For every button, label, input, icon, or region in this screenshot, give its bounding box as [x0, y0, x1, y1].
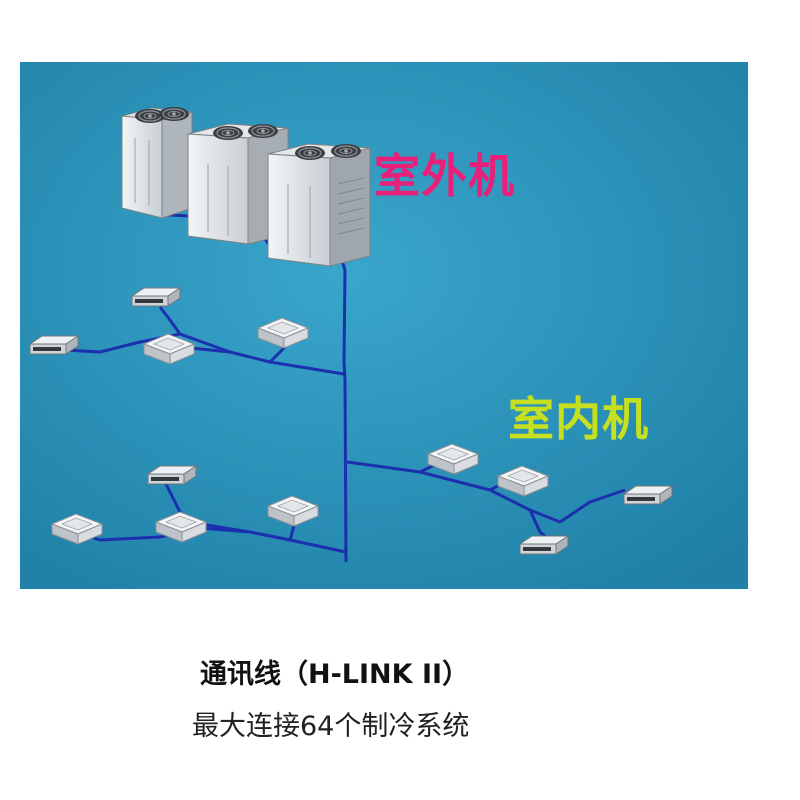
caption-subtitle: 最大连接64个制冷系统 [192, 711, 470, 742]
caption-title: 通讯线（H-LINK II） [200, 659, 470, 690]
ducted-indoor-unit-icon [131, 287, 181, 307]
ducted-indoor-unit-icon [623, 485, 673, 505]
ducted-indoor-unit-icon [519, 535, 569, 555]
ducted-indoor-unit-icon [29, 335, 79, 355]
outdoor-unit-label: 室外机 [374, 149, 515, 203]
ducted-indoor-unit-icon [147, 465, 197, 485]
outdoor-unit-icon [121, 106, 193, 219]
indoor-unit-label: 室内机 [508, 392, 649, 446]
outdoor-unit-icon [267, 143, 371, 267]
diagram-canvas [20, 62, 748, 589]
system-diagram [20, 62, 748, 589]
